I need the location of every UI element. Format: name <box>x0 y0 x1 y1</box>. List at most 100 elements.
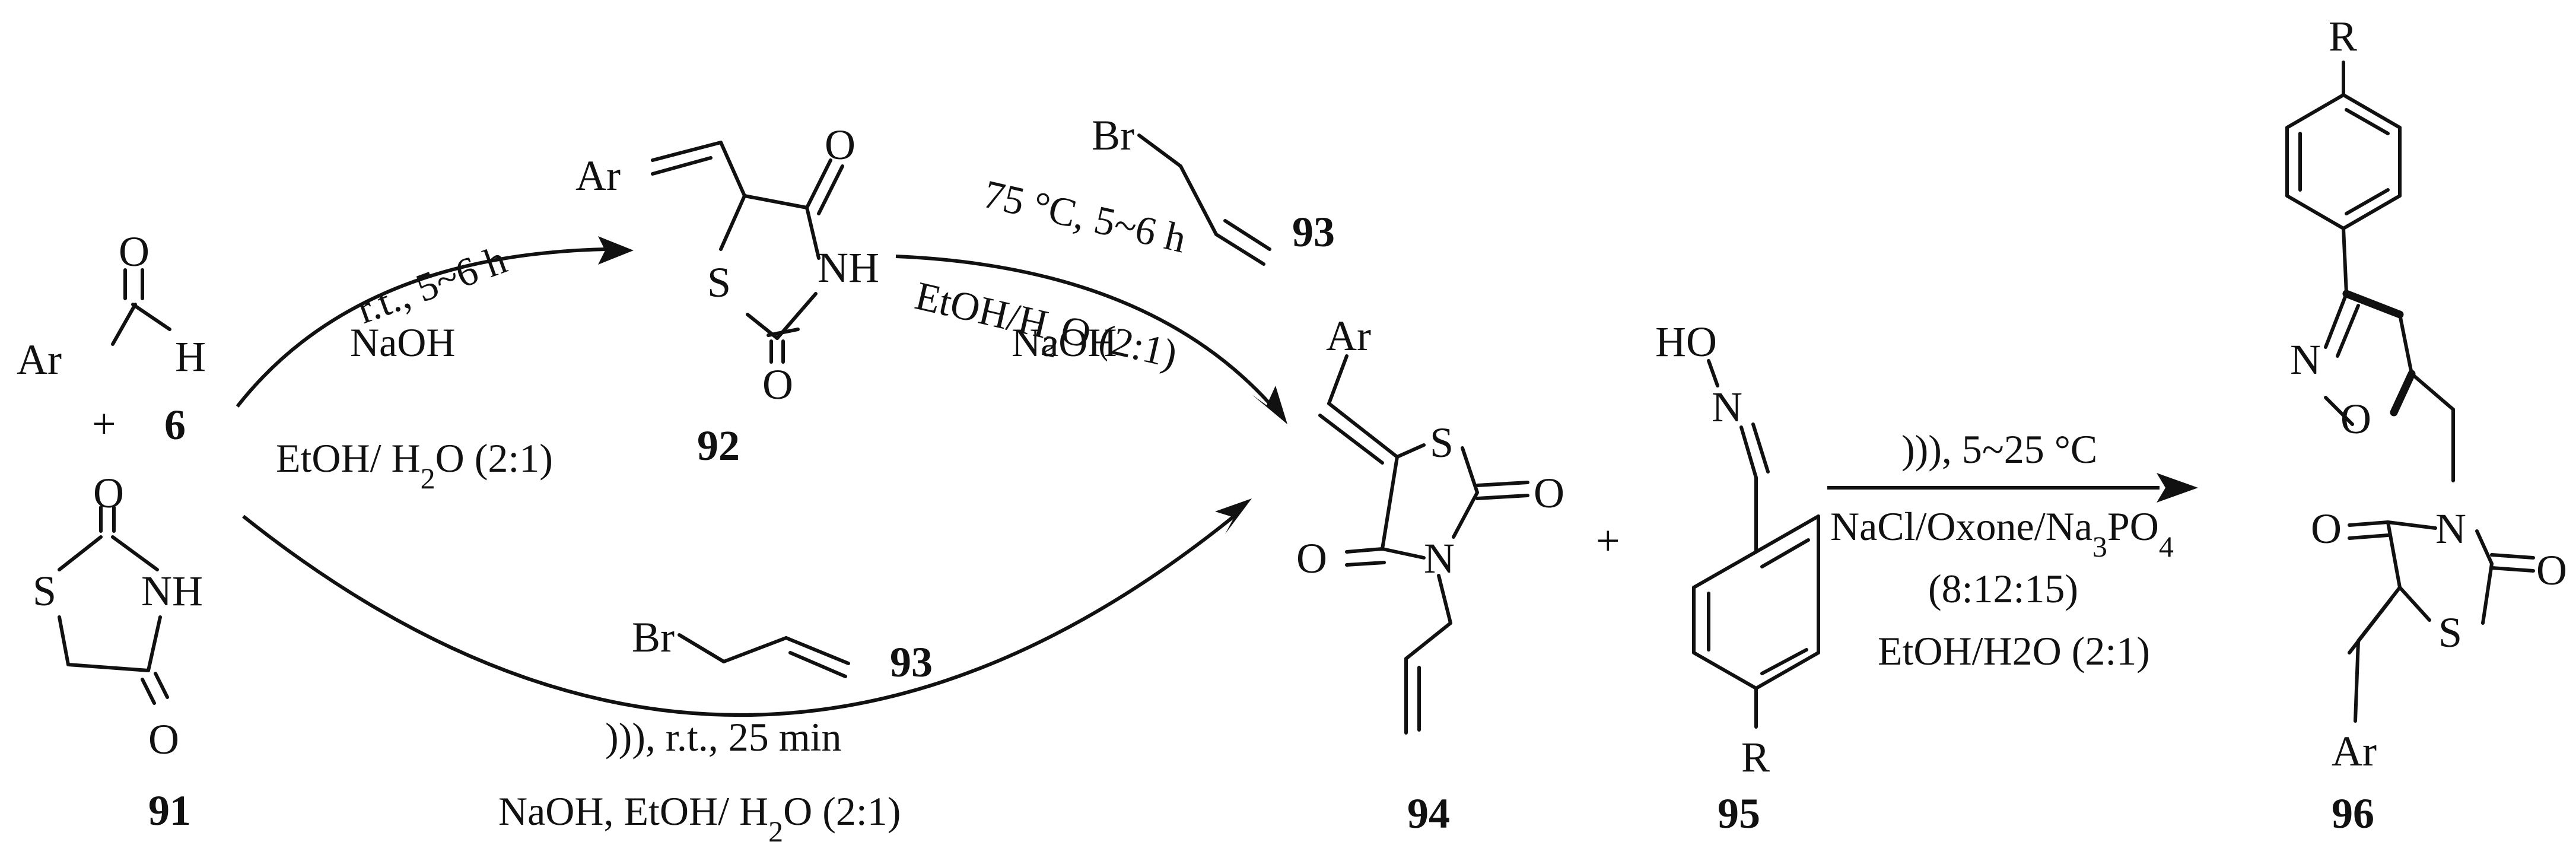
bond <box>1179 164 1218 236</box>
bond <box>784 636 850 665</box>
bond <box>1381 455 1399 551</box>
atom-label: O <box>1534 469 1564 517</box>
bond <box>2398 313 2413 376</box>
plus-sign: + <box>92 400 116 447</box>
bond <box>743 194 809 209</box>
bond <box>651 156 713 176</box>
atom-label: O <box>1296 535 1327 582</box>
bond <box>2390 370 2416 417</box>
bond <box>746 313 779 340</box>
atom-label: NH <box>818 244 879 291</box>
bond <box>817 164 844 215</box>
bond <box>2342 227 2348 296</box>
reaction-arrow-2: 75 °C, 5~6 h NaOH EtOH/H2O (2:1) <box>895 171 1287 424</box>
bond <box>775 292 818 340</box>
compound-label: 6 <box>164 401 186 449</box>
atom-label: N <box>2435 505 2466 552</box>
arrow-line <box>895 255 1271 405</box>
bond <box>1381 547 1426 560</box>
bond <box>2345 108 2390 135</box>
condition-text: NaOH <box>1012 320 1117 365</box>
compound-92: Ar O S NH O 92 <box>575 121 879 469</box>
bond <box>1707 359 1719 387</box>
bond <box>2386 520 2437 530</box>
bond <box>1475 494 1529 500</box>
bond <box>2490 553 2535 560</box>
bond <box>1760 538 1810 568</box>
atom-label: H <box>175 333 206 380</box>
atom-label: S <box>2438 609 2462 656</box>
bond <box>2324 396 2354 426</box>
bond <box>2285 194 2345 230</box>
atom-label: O <box>762 361 793 408</box>
arrow-head <box>598 236 634 265</box>
bond <box>141 678 156 705</box>
atom-label: R <box>2329 12 2357 60</box>
arrow-head <box>1252 386 1287 424</box>
bond <box>2348 533 2390 540</box>
bond <box>1404 621 1452 660</box>
bond <box>111 303 137 346</box>
bond <box>2481 562 2494 625</box>
bond <box>1395 443 1426 459</box>
bond <box>58 535 103 571</box>
bond <box>805 206 820 260</box>
atom-label: S <box>33 567 56 615</box>
bond <box>1345 547 1384 554</box>
bond <box>1452 491 1479 539</box>
compound-label: 92 <box>697 422 740 469</box>
atom-label: O <box>2311 505 2342 552</box>
reaction-arrow-4: ))), 5~25 °C NaCl/Oxone/Na3PO4 (8:12:15)… <box>1827 427 2198 673</box>
compound-label: 91 <box>148 787 191 834</box>
bond <box>66 663 150 672</box>
bond <box>719 194 746 251</box>
atom-label: Ar <box>17 336 62 383</box>
arrow-line <box>242 514 1235 717</box>
bond <box>719 141 746 198</box>
atom-label: Ar <box>1326 312 1371 360</box>
bond <box>2342 93 2402 129</box>
plus-sign: + <box>1596 517 1620 564</box>
atom-label: NH <box>141 567 203 615</box>
arrow-line <box>236 247 606 408</box>
bond <box>2354 639 2360 723</box>
bond <box>2285 93 2345 129</box>
atom-label: HO <box>1655 318 1717 366</box>
compound-96: R N O O N O S Ar 96 <box>2285 12 2567 837</box>
compound-label: 93 <box>890 638 933 686</box>
bond <box>2342 290 2404 319</box>
atom-label: Ar <box>2332 727 2377 775</box>
atom-label: N <box>1712 383 1742 431</box>
bond <box>1754 514 1820 554</box>
solvent-text: NaOH, EtOH/ H2O (2:1) <box>498 789 901 842</box>
bond <box>1760 648 1808 675</box>
bond <box>805 158 832 209</box>
condition-text: NaOH <box>350 320 456 365</box>
bond <box>2398 586 2431 622</box>
atom-label: Br <box>632 614 675 661</box>
compound-label: 93 <box>1292 208 1335 256</box>
compound-95: HO N R 95 <box>1655 318 1820 837</box>
compound-94: Ar S O N O 94 <box>1296 312 1564 837</box>
bond <box>1137 134 1182 168</box>
bond <box>2345 188 2390 215</box>
condition-text: 75 °C, 5~6 h <box>979 171 1191 261</box>
bond <box>651 141 723 162</box>
reaction-arrow-3: Br 93 ))), r.t., 25 min NaOH, EtOH/ H2O … <box>242 498 1252 842</box>
ratio-text: (8:12:15) <box>1928 566 2078 611</box>
bond <box>147 615 162 672</box>
atom-label: Ar <box>575 152 621 199</box>
bond <box>2342 194 2402 230</box>
bond <box>1751 422 1770 474</box>
atom-label: O <box>825 121 856 169</box>
oxidant-text: NaCl/Oxone/Na3PO4 <box>1830 504 2174 563</box>
bond <box>2490 566 2535 573</box>
bond <box>722 636 788 663</box>
compound-label: 96 <box>2332 790 2374 837</box>
compound-label: 95 <box>1718 790 1760 837</box>
condition-text: r.t., 5~6 h <box>351 237 513 332</box>
arrow-head <box>1215 498 1252 534</box>
atom-label: S <box>707 259 731 306</box>
bond <box>111 535 159 571</box>
condition-text: ))), 5~25 °C <box>1901 427 2097 472</box>
